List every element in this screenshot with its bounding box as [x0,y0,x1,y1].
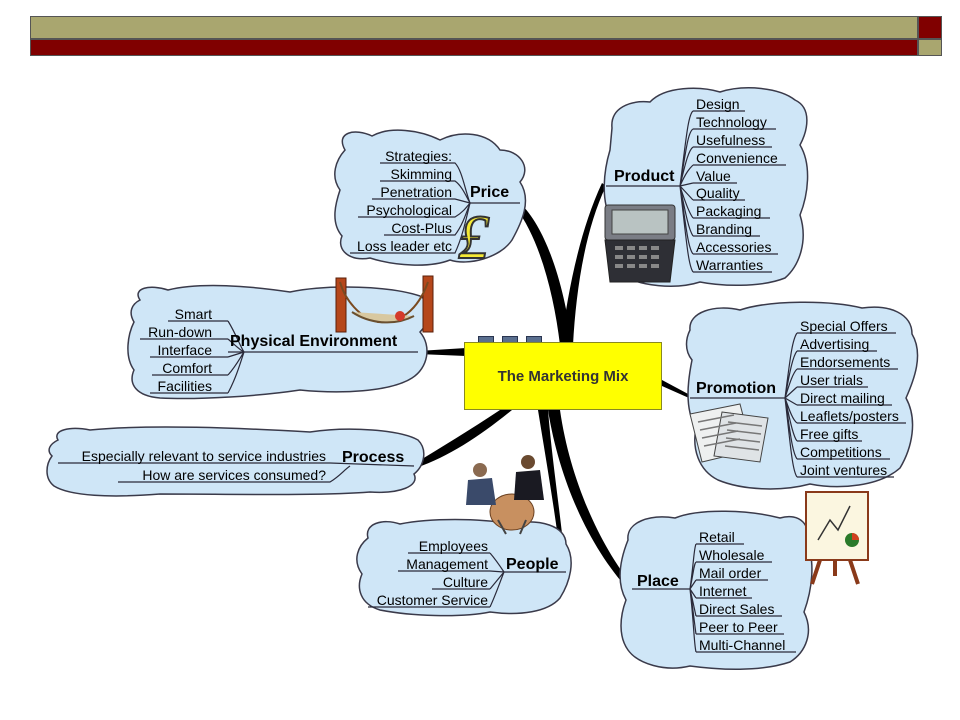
product-item: Packaging [696,203,762,219]
meeting-people-icon [466,455,544,535]
physical-item: Smart [174,306,212,322]
promotion-item: Leaflets/posters [800,408,899,424]
connector-price [516,203,572,345]
product-item: Quality [696,185,740,201]
promotion-item: Direct mailing [800,390,885,406]
branch-title-process: Process [342,449,405,466]
price-item: Psychological [366,202,452,218]
cloud-process [46,426,425,497]
process-item: How are services consumed? [142,467,326,483]
product-item: Usefulness [696,132,766,148]
promotion-item: Joint ventures [800,462,888,478]
title-bar-decoration [30,16,942,56]
price-item: Cost-Plus [391,220,452,236]
product-item: Technology [696,114,767,130]
cloud-place [619,510,813,671]
promotion-item: Special Offers [800,318,888,334]
product-item: Accessories [696,239,772,255]
handheld-device-icon [604,204,676,283]
physical-item: Run-down [148,324,212,340]
place-item: Retail [699,529,735,545]
title-bar-maroon [30,39,918,56]
branch-title-place: Place [637,573,679,590]
connector-place [548,410,632,589]
physical-item: Comfort [162,360,212,376]
branch-title-product: Product [614,168,675,185]
branch-title-physical-environment: Physical Environment [230,333,398,350]
newspaper-icon [689,403,769,463]
place-item: Internet [699,583,747,599]
promotion-item: Free gifts [800,426,859,442]
people-item: Culture [442,574,488,590]
place-item: Mail order [699,565,762,581]
price-item: Skimming [390,166,452,182]
place-item: Peer to Peer [699,619,778,635]
place-item: Multi-Channel [699,637,786,653]
flipchart-icon [805,491,869,585]
svg-text:£: £ [458,204,490,272]
people-item: Customer Service [376,592,488,608]
product-item: Branding [696,221,753,237]
people-item: Employees [418,538,488,554]
product-item: Warranties [696,257,764,273]
promotion-item: User trials [800,372,864,388]
title-bar-olive-square [918,39,942,56]
cloud-price [334,129,527,266]
branch-title-price: Price [470,184,510,201]
people-item: Management [406,556,488,572]
promotion-item: Advertising [800,336,870,352]
leaf-lines [58,110,906,653]
place-item: Direct Sales [699,601,775,617]
promotion-item: Endorsements [800,354,891,370]
hammock-icon [335,275,434,333]
connector-physical [418,348,466,356]
price-item: Loss leader etc [357,238,452,254]
price-item: Penetration [380,184,452,200]
place-item: Wholesale [699,547,765,563]
title-bar-maroon-square [918,16,942,39]
title-bar-olive [30,16,918,39]
promotion-item: Competitions [800,444,882,460]
branch-title-promotion: Promotion [696,380,776,397]
physical-item: Facilities [157,378,212,394]
product-item: Convenience [696,150,778,166]
center-node-title: The Marketing Mix [464,342,662,410]
physical-item: Interface [157,342,212,358]
price-item: Strategies: [385,148,452,164]
connector-process [414,410,512,468]
cloud-people [356,518,572,617]
pound-sign-icon: £ [457,203,491,273]
product-item: Design [696,96,740,112]
connector-product [561,183,606,345]
product-item: Value [696,168,731,184]
branch-title-people: People [506,556,559,573]
process-item: Especially relevant to service industrie… [81,448,326,464]
connector-promotion [662,380,690,398]
